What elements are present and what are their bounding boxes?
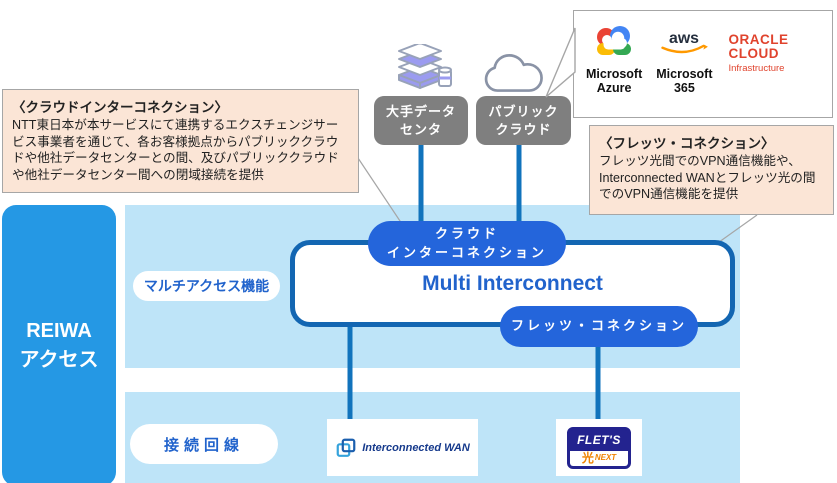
sidebar-reiwa-access: REIWA アクセス bbox=[2, 205, 116, 483]
multi-interconnect-label: Multi Interconnect bbox=[422, 271, 603, 295]
azure-label: Microsoft Azure bbox=[586, 67, 643, 96]
note-title: 〈フレッツ・コネクション〉 bbox=[599, 136, 775, 151]
provider-oracle: ORACLE CLOUD Infrastructure bbox=[729, 21, 789, 117]
public-cloud-icon bbox=[484, 54, 543, 92]
note-title: 〈クラウドインターコネクション〉 bbox=[12, 100, 228, 115]
interconnected-wan-logo-box: Interconnected WAN bbox=[327, 419, 478, 476]
interconnected-wan-icon bbox=[336, 438, 356, 457]
google-cloud-icon bbox=[597, 26, 632, 55]
m365-label: Microsoft 365 bbox=[656, 67, 713, 96]
note-body: NTT東日本が本サービスにて連携するエクスチェンジサービス事業者を通じて、各お客… bbox=[12, 118, 339, 183]
flets-hikari-next: 光 NEXT bbox=[570, 450, 628, 466]
hikari-label: 光 bbox=[581, 451, 594, 465]
aws-wordmark: aws bbox=[669, 30, 699, 47]
next-label: NEXT bbox=[594, 453, 617, 462]
node-datacenter: 大手データ センタ bbox=[374, 96, 468, 145]
flets-wordmark: FLET'S bbox=[577, 433, 621, 447]
oracle-infrastructure-label: Infrastructure bbox=[728, 63, 785, 75]
flets-connection-note: 〈フレッツ・コネクション〉 フレッツ光間でのVPN通信機能や、Interconn… bbox=[589, 125, 834, 215]
datacenter-server-icon bbox=[398, 44, 452, 89]
cloud-providers-box: Microsoft Azure aws Microsoft 365 ORACLE… bbox=[573, 10, 833, 118]
oracle-wordmark-line1: ORACLE bbox=[728, 32, 789, 47]
multi-access-pill: マルチアクセス機能 bbox=[133, 271, 280, 301]
provider-google-azure: Microsoft Azure bbox=[586, 21, 642, 117]
note-body: フレッツ光間でのVPN通信機能や、Interconnected WANとフレッツ… bbox=[599, 154, 816, 202]
interconnected-wan-label: Interconnected WAN bbox=[362, 441, 470, 454]
oracle-wordmark-line2: CLOUD bbox=[728, 46, 779, 62]
cloud-interconnection-pill: クラウド インターコネクション bbox=[368, 221, 566, 266]
node-public-cloud: パブリック クラウド bbox=[476, 96, 571, 145]
provider-aws-m365: aws Microsoft 365 bbox=[656, 21, 712, 117]
cloud-interconnection-note: 〈クラウドインターコネクション〉 NTT東日本が本サービスにて連携するエクスチェ… bbox=[2, 89, 359, 193]
flets-hikari-next-logo-box: FLET'S 光 NEXT bbox=[556, 419, 642, 476]
flets-connection-pill: フレッツ・コネクション bbox=[500, 306, 698, 347]
access-line-pill: 接続回線 bbox=[130, 424, 278, 464]
flets-logo: FLET'S 光 NEXT bbox=[567, 426, 631, 469]
aws-icon: aws bbox=[661, 30, 709, 54]
